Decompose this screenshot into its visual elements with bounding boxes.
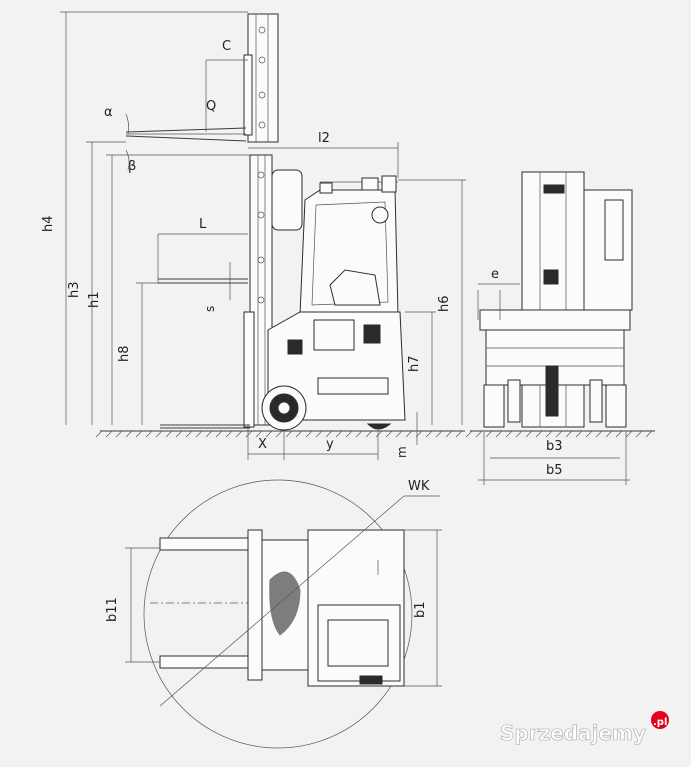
label-y: y <box>326 437 334 452</box>
watermark-badge <box>651 711 669 729</box>
label-Q: Q <box>206 99 216 114</box>
ground-line-side <box>95 430 465 438</box>
label-b1: b1 <box>413 601 428 618</box>
label-WK: WK <box>408 479 430 494</box>
label-L: L <box>199 217 207 232</box>
watermark-suffix: .pl <box>653 717 667 728</box>
dimension-lines-front <box>477 283 630 485</box>
ground-line-front <box>465 430 655 438</box>
label-h3: h3 <box>67 281 82 298</box>
label-h7: h7 <box>407 355 422 372</box>
label-h6: h6 <box>437 295 452 312</box>
label-e: e <box>491 267 499 282</box>
label-beta: β <box>128 159 136 174</box>
side-view: C Q α β l2 L s h4 h3 h1 h8 h6 h7 X y m <box>41 11 466 460</box>
top-view: b11 b1 WK <box>105 479 442 749</box>
raised-mast <box>125 13 279 143</box>
watermark-logo: Sprzedajemy .pl <box>500 711 669 745</box>
label-b3: b3 <box>546 439 563 454</box>
label-b11: b11 <box>105 597 120 622</box>
label-l2: l2 <box>318 131 330 146</box>
label-b5: b5 <box>546 463 563 478</box>
label-h8: h8 <box>117 345 132 362</box>
turning-circle <box>143 479 413 749</box>
label-alpha: α <box>104 105 113 120</box>
label-s: s <box>203 306 217 312</box>
truck-body <box>160 154 406 431</box>
front-view: e b3 b5 <box>465 171 655 485</box>
label-h4: h4 <box>41 215 56 232</box>
label-x: X <box>258 437 267 452</box>
watermark-text: Sprzedajemy <box>500 721 646 745</box>
label-h1: h1 <box>87 291 102 308</box>
dimension-lines-side <box>60 11 466 460</box>
label-m: m <box>395 446 409 458</box>
front-truck <box>479 171 633 428</box>
label-C: C <box>222 39 231 54</box>
